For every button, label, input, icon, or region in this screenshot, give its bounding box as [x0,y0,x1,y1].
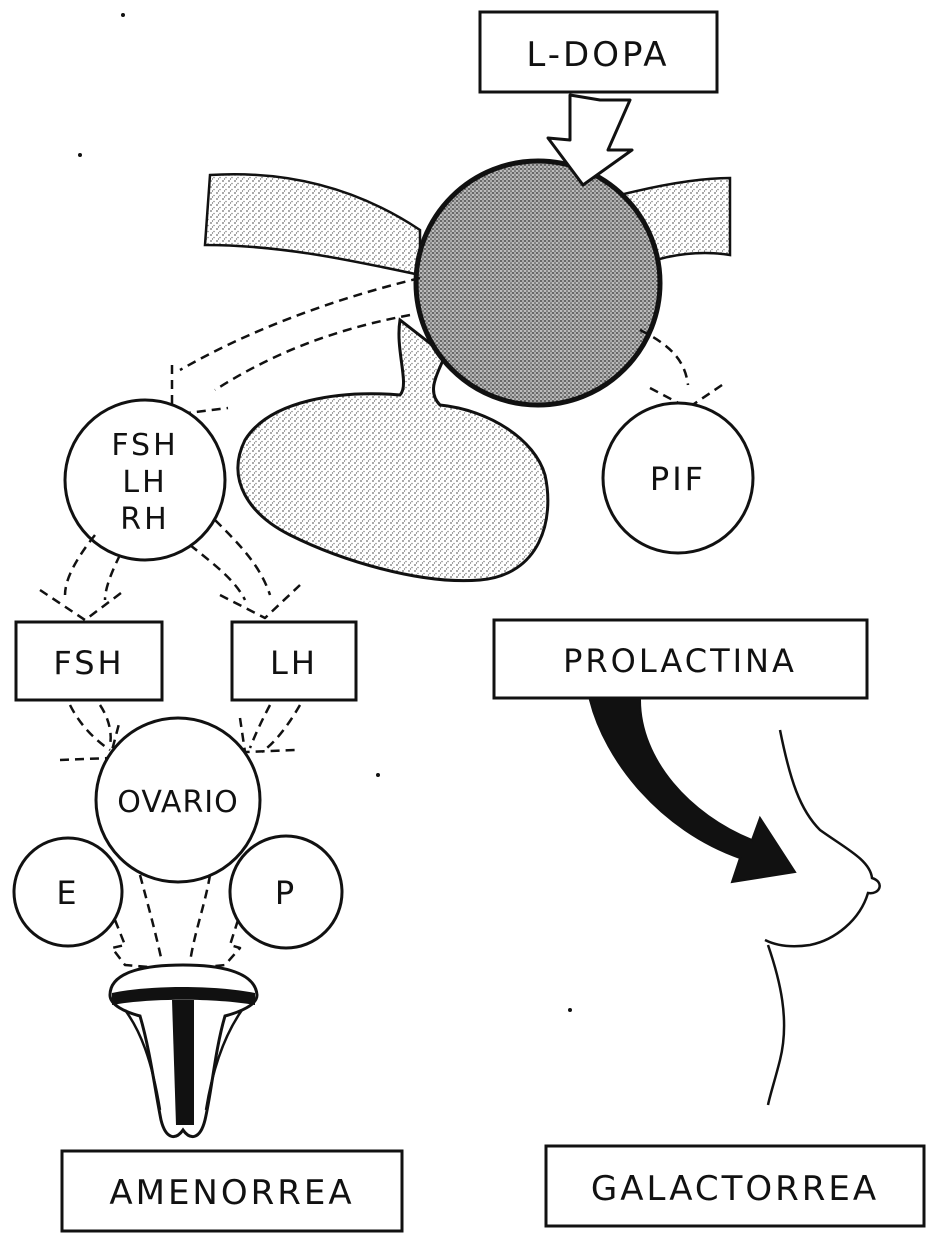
dashed-arrow-to-fsh-2 [105,555,120,600]
dashed-arrowhead-fsh [40,590,125,620]
dashed-arrow-to-releasing-2 [215,315,410,390]
ovario-label: OVARIO [117,785,239,820]
releasing-fsh-label: FSH [111,428,178,463]
releasing-lh-label: LH [122,465,167,500]
dashed-arrowhead-lh [220,585,300,618]
dashed-arrow-to-fsh [65,535,95,595]
dashed-arrow-to-releasing [180,278,420,370]
body-outline [768,945,784,1105]
e-label: E [56,874,79,912]
dashed-arrow-ovario-to-uterus [140,875,162,962]
dashed-arrow-ovario-to-uterus-2 [190,875,210,962]
dashed-arrow-to-lh [190,545,245,600]
scan-speck [78,153,82,157]
dashed-arrow-lh-to-ovario [250,705,270,748]
dashed-arrow-fsh-to-ovario-2 [100,705,111,745]
scan-speck [568,1008,572,1012]
dashed-arrow-to-lh-2 [215,520,270,595]
lh-label: LH [270,644,318,682]
prolactina-label: PROLACTINA [563,642,797,680]
hypothalamus-band [205,174,420,275]
p-label: P [275,874,297,912]
scan-speck [121,13,125,17]
breast-outline [765,730,880,946]
releasing-rh-label: RH [120,502,169,537]
amenorrea-label: AMENORREA [109,1173,354,1213]
scan-speck [376,773,380,777]
fsh-label: FSH [53,644,124,682]
prolactina-arrow [590,700,795,882]
adenoma-sphere [416,161,660,405]
dashed-arrow-p-to-uterus [195,920,240,968]
pif-label: PIF [650,460,706,498]
galactorrea-label: GALACTORREA [591,1169,879,1209]
ldopa-label: L-DOPA [526,35,669,75]
